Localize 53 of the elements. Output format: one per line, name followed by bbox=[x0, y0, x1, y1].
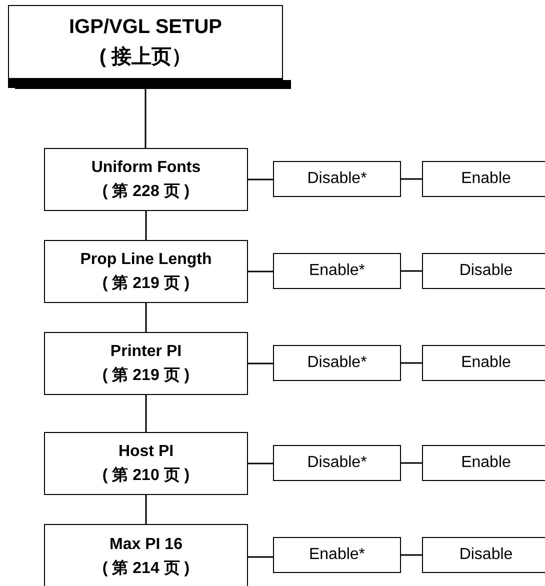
connector-line bbox=[248, 556, 273, 558]
item-label: Disable* bbox=[307, 169, 367, 189]
item-label: Enable bbox=[461, 453, 511, 473]
connector-line bbox=[145, 395, 147, 432]
item-label: Max PI 16 bbox=[110, 535, 182, 555]
connector-line bbox=[248, 270, 273, 272]
page-reference: ( 第 210 页 ) bbox=[102, 466, 190, 486]
item-label: Uniform Fonts bbox=[91, 158, 201, 178]
connector-line bbox=[401, 554, 422, 556]
page-reference: ( 第 219 页 ) bbox=[102, 366, 190, 386]
menu-item-box bbox=[44, 432, 248, 495]
page-reference: ( 第 228 页 ) bbox=[102, 182, 190, 202]
connector-line bbox=[401, 178, 422, 180]
menu-item-box bbox=[44, 148, 248, 211]
option-box bbox=[273, 253, 401, 289]
item-label: Prop Line Length bbox=[80, 250, 212, 270]
connector-line bbox=[144, 88, 146, 148]
connector-line bbox=[401, 462, 422, 464]
option-box bbox=[422, 537, 545, 573]
menu-item-box bbox=[44, 332, 248, 395]
page-reference: ( 第 219 页 ) bbox=[102, 274, 190, 294]
item-label: Disable bbox=[459, 545, 513, 565]
item-label: IGP/VGL SETUP bbox=[69, 15, 222, 40]
item-label: Host PI bbox=[118, 442, 174, 462]
menu-item-box bbox=[44, 240, 248, 303]
connector-line bbox=[401, 270, 422, 272]
option-box bbox=[273, 537, 401, 573]
connector-line bbox=[145, 303, 147, 332]
connector-line bbox=[401, 362, 422, 364]
item-label: Enable* bbox=[308, 261, 366, 281]
item-label: Disable* bbox=[307, 353, 367, 373]
item-label: Enable bbox=[461, 353, 511, 373]
menu-header-box bbox=[8, 5, 283, 88]
option-box bbox=[273, 445, 401, 481]
menu-item-box bbox=[44, 524, 248, 586]
option-box bbox=[422, 345, 545, 381]
option-box bbox=[273, 161, 401, 197]
item-label: Enable bbox=[461, 169, 511, 189]
item-label: Printer PI bbox=[110, 342, 182, 362]
connector-line bbox=[248, 462, 273, 464]
page-reference: ( 第 214 页 ) bbox=[102, 558, 190, 579]
page-reference: ( 接上页） bbox=[99, 44, 192, 70]
connector-line bbox=[145, 495, 147, 524]
option-box bbox=[422, 161, 545, 197]
item-label: Disable* bbox=[307, 453, 367, 473]
connector-line bbox=[145, 211, 147, 240]
item-label: Disable bbox=[459, 261, 513, 281]
connector-line bbox=[248, 362, 273, 364]
item-label: Enable* bbox=[308, 545, 366, 565]
option-box bbox=[422, 445, 545, 481]
option-box bbox=[422, 253, 545, 289]
connector-line bbox=[248, 178, 273, 180]
option-box bbox=[273, 345, 401, 381]
